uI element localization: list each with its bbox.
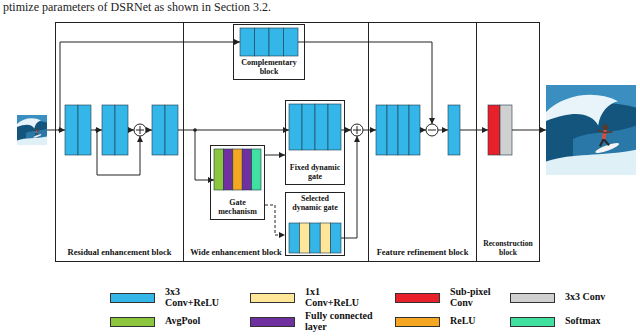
dense-layer <box>223 149 232 190</box>
block-label: Residual enhancement block <box>60 248 179 257</box>
activation-layer <box>233 149 242 190</box>
legend-entry: Sub-pixel Conv <box>395 286 502 309</box>
conv-layer <box>65 105 78 155</box>
conv-layer <box>289 104 302 150</box>
block-label: Feature refinement block <box>373 248 472 257</box>
legend-text: Softmax <box>565 316 627 327</box>
legend-text: 1x1 Conv+ReLU <box>305 287 367 308</box>
sum-symbol <box>353 126 361 134</box>
module-block: Residual enhancement block <box>55 22 184 262</box>
flow-line <box>146 130 152 131</box>
subtract-symbol <box>428 130 436 131</box>
conv-layer <box>387 105 398 155</box>
pointwise-layer <box>299 223 309 253</box>
flow-line <box>512 130 546 131</box>
block-label: Fixed dynamic gate <box>288 164 342 182</box>
conv-layer <box>448 105 460 155</box>
gate-connector <box>265 205 285 235</box>
block-label: Gate mechanism <box>213 199 262 217</box>
conv-layer <box>152 105 165 155</box>
legend-swatch <box>110 317 155 327</box>
conv-layer <box>302 104 315 150</box>
sum-symbol <box>134 124 146 136</box>
conv-layer <box>78 105 91 155</box>
conv-layer <box>102 105 115 155</box>
pointwise-layer <box>320 223 330 253</box>
block-label: Selected dynamic gate <box>288 195 342 213</box>
conv-layer <box>115 105 128 155</box>
page-text: ptimize parameters of DSRNet as shown in… <box>3 0 271 14</box>
conv-layer <box>315 104 328 150</box>
conv-layer <box>165 105 178 155</box>
conv-layer <box>398 105 409 155</box>
flow-line <box>341 130 351 131</box>
flow-line <box>460 130 488 131</box>
pool-layer <box>214 149 223 190</box>
conv-layer <box>284 28 299 56</box>
legend-entry: 3x3 Conv+ReLU <box>110 286 227 309</box>
junction-dot <box>95 128 99 132</box>
junction-dot <box>58 128 62 132</box>
legend-entry: Softmax <box>510 310 627 333</box>
normalize-layer <box>252 149 261 190</box>
sub-block: Selected dynamic gate <box>285 192 345 256</box>
module-block: Feature refinement block <box>368 22 477 262</box>
conv-layer <box>289 223 299 253</box>
sum-symbol <box>351 124 363 136</box>
flow-line <box>420 130 426 131</box>
legend-swatch <box>395 293 440 303</box>
flow-line <box>195 130 214 180</box>
legend-text: ReLU <box>450 316 512 327</box>
conv-layer <box>409 105 420 155</box>
legend-text: AvgPool <box>165 316 227 327</box>
gate-connector <box>265 155 285 156</box>
legend-entry: 1x1 Conv+ReLU <box>250 286 367 309</box>
legend-text: Sub-pixel Conv <box>450 287 502 308</box>
conv-layer <box>269 28 284 56</box>
flow-line <box>363 130 376 131</box>
legend-swatch <box>510 317 555 327</box>
block-label: Reconstruction block <box>481 240 535 257</box>
flow-line <box>341 136 357 238</box>
legend-swatch <box>250 293 295 303</box>
sub-block: Complementary block <box>233 24 305 80</box>
upsample-layer <box>488 105 500 155</box>
flow-line <box>47 130 65 131</box>
block-label: Wide enhancement block <box>188 248 284 257</box>
plain-conv-layer <box>500 105 512 155</box>
sub-block: Fixed dynamic gate <box>285 100 345 185</box>
legend-swatch <box>510 293 555 303</box>
subtract-symbol <box>426 124 438 136</box>
block-label: Complementary block <box>236 59 302 77</box>
conv-layer <box>310 223 320 253</box>
conv-layer <box>331 223 341 253</box>
conv-layer <box>240 28 255 56</box>
output-photo <box>546 85 636 175</box>
legend-swatch <box>250 317 295 327</box>
legend-swatch <box>110 293 155 303</box>
legend-entry: 3x3 Conv <box>510 286 627 309</box>
sub-block: Gate mechanism <box>210 145 265 220</box>
legend-swatch <box>395 317 440 327</box>
flow-line <box>438 130 448 131</box>
module-block: Reconstruction block <box>476 22 540 262</box>
conv-layer <box>328 104 341 150</box>
legend-text: 3x3 Conv+ReLU <box>165 287 227 308</box>
legend-text: Fully connected layer <box>305 311 390 332</box>
conv-layer <box>376 105 387 155</box>
module-block: Wide enhancement block Complementary bloc… <box>183 22 369 262</box>
junction-dot <box>193 128 197 132</box>
legend-entry: AvgPool <box>110 310 227 333</box>
legend-entry: Fully connected layer <box>250 310 390 333</box>
dense-layer <box>242 149 251 190</box>
flow-line <box>128 130 134 131</box>
conv-layer <box>255 28 270 56</box>
sum-symbol <box>136 126 144 134</box>
legend-entry: ReLU <box>395 310 512 333</box>
legend-text: 3x3 Conv <box>565 292 627 303</box>
input-photo <box>17 115 47 145</box>
